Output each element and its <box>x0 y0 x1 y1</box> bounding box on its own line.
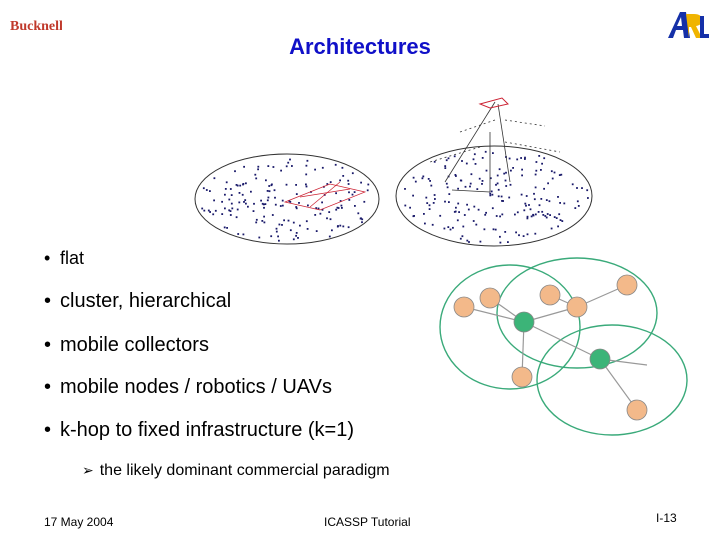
bullet-text: mobile nodes / robotics / UAVs <box>60 376 332 398</box>
arl-logo <box>664 8 710 40</box>
flat-network-ellipse <box>194 153 380 245</box>
sub-bullet: ➢ the likely dominant commercial paradigm <box>82 462 390 480</box>
bullet-item: •cluster, hierarchical <box>44 290 232 312</box>
hierarchical-network-ellipse <box>395 145 593 247</box>
red-cluster-lines <box>283 181 367 211</box>
bullet-item: •mobile nodes / robotics / UAVs <box>44 376 332 398</box>
sensor-dots <box>201 150 589 244</box>
cluster-nodes <box>453 274 648 421</box>
footer-event: ICASSP Tutorial <box>324 515 411 529</box>
bullet-text: cluster, hierarchical <box>60 290 232 312</box>
sub-bullet-text: the likely dominant commercial paradigm <box>99 462 390 479</box>
bullet-text: k-hop to fixed infrastructure (k=1) <box>60 419 355 441</box>
arrow-bullet-icon: ➢ <box>82 462 94 478</box>
uav-icon <box>478 97 509 109</box>
cluster-rings <box>439 257 688 436</box>
bucknell-logo-text: Bucknell <box>10 19 62 34</box>
bullet-text: mobile collectors <box>60 334 209 356</box>
bucknell-logo: Bucknell <box>10 14 63 36</box>
bullet-item: •flat <box>44 248 85 268</box>
footer-date: 17 May 2004 <box>44 515 114 529</box>
bullet-item: •k-hop to fixed infrastructure (k=1) <box>44 419 355 441</box>
collector-lines <box>429 101 561 193</box>
cluster-diagram <box>439 257 688 436</box>
slide-title: Architectures <box>289 34 431 59</box>
bullet-item: •mobile collectors <box>44 334 209 356</box>
bullet-text: flat <box>60 248 85 268</box>
page-number: I-13 <box>656 511 677 525</box>
network-diagram <box>194 97 593 247</box>
